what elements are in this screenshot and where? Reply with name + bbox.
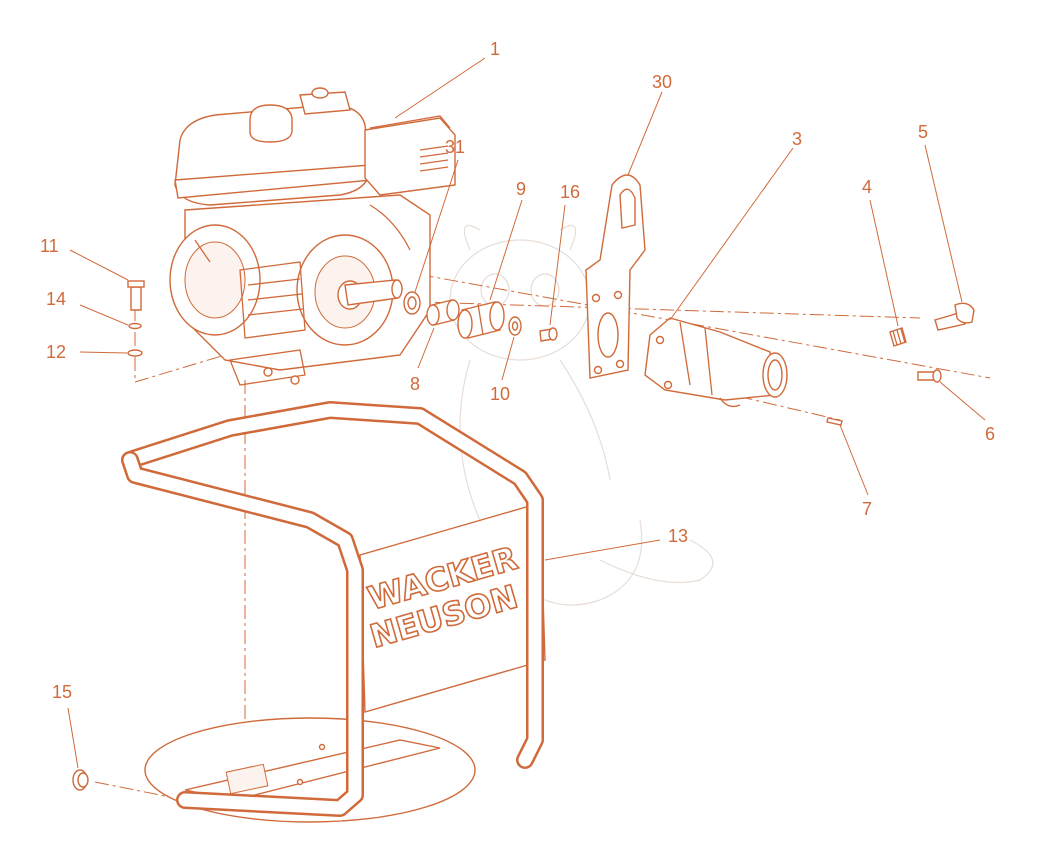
callout-16: 16 [560, 182, 580, 202]
part-11-bolt [127, 280, 145, 311]
callout-12: 12 [46, 342, 66, 362]
callout-14: 14 [46, 289, 66, 309]
callout-3: 3 [792, 129, 802, 149]
part-31-washer [403, 291, 421, 315]
part-5-handle-bolt [934, 302, 975, 331]
leader-lines [67, 57, 986, 769]
part-6-screw [917, 369, 942, 383]
callout-15: 15 [52, 682, 72, 702]
part-30-bracket [585, 174, 646, 379]
callout-10: 10 [490, 384, 510, 404]
part-10-washer [508, 316, 522, 336]
callout-11: 11 [40, 236, 59, 256]
part-16-bolt [539, 327, 558, 342]
callout-6: 6 [985, 424, 995, 444]
part-3-housing [644, 317, 788, 408]
part-8-spacer [426, 299, 460, 326]
callout-8: 8 [410, 374, 420, 394]
callout-1: 1 [490, 39, 500, 59]
callout-9: 9 [516, 179, 526, 199]
part-4-spring [889, 327, 907, 347]
part-14-washer [128, 322, 142, 330]
part-15-plug [72, 769, 89, 791]
callouts: 1 3 4 5 6 7 8 9 10 11 12 13 14 15 16 30 … [40, 39, 995, 702]
part-7-pin [826, 417, 843, 426]
callout-5: 5 [918, 122, 928, 142]
callout-31: 31 [445, 137, 465, 157]
callout-30: 30 [652, 72, 672, 92]
callout-7: 7 [862, 499, 872, 519]
part-13-frame: WACKER NEUSON [121, 401, 546, 823]
engine [169, 87, 456, 386]
callout-4: 4 [862, 177, 872, 197]
callout-13: 13 [668, 526, 688, 546]
part-12-washer [127, 349, 143, 357]
part-9-coupling [457, 301, 505, 339]
